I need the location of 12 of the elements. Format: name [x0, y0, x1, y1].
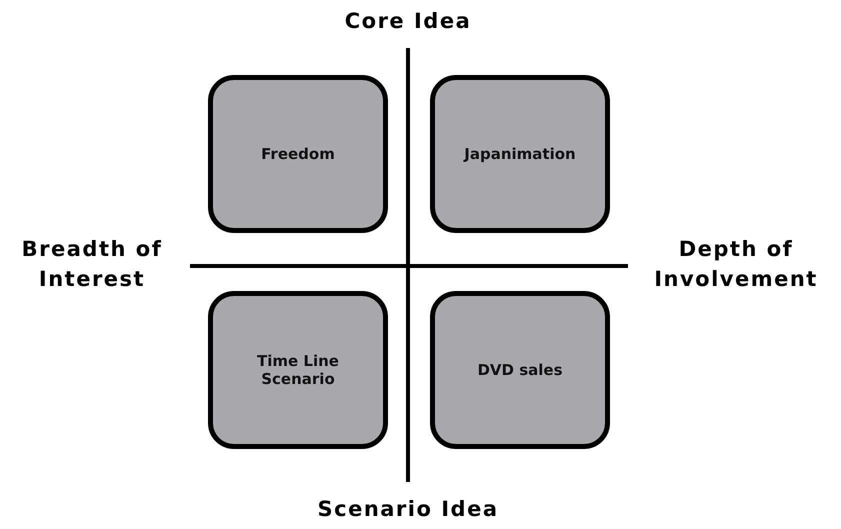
box-label: Freedom — [260, 145, 336, 163]
axis-label: Scenario Idea — [316, 496, 500, 523]
box-label: Time Line Scenario — [256, 352, 340, 388]
box-label: DVD sales — [476, 361, 564, 379]
quadrant-box — [208, 75, 388, 233]
quadrant-box — [208, 291, 388, 449]
axis-label: Depth of Involvement — [653, 236, 819, 293]
box-label: Japanimation — [462, 145, 577, 163]
axis-label: Breadth of Interest — [20, 236, 164, 293]
axis-label: Core Idea — [344, 8, 472, 35]
quadrant-box — [430, 75, 610, 233]
quadrant-box — [430, 291, 610, 449]
